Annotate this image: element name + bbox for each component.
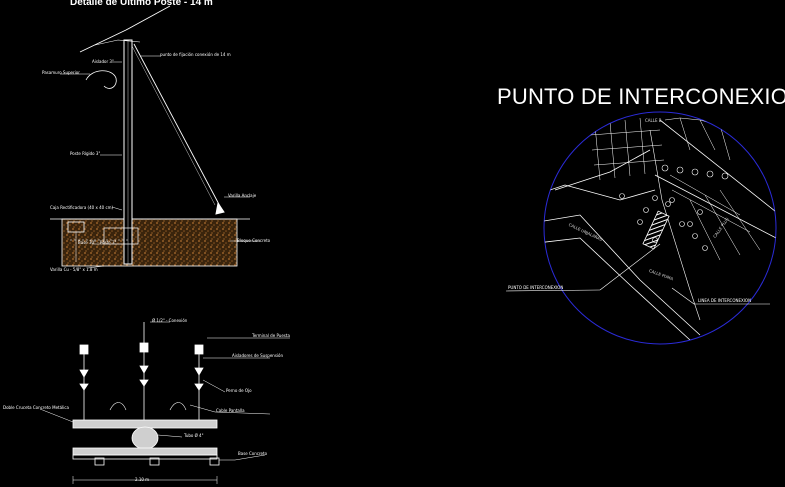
soil-block <box>61 218 238 267</box>
label-dimension: 2.10 m <box>135 477 150 482</box>
label-left-mid: Aislador 3" <box>92 59 114 64</box>
label-top-note: punto de fijación conexión de 14 m <box>160 52 231 57</box>
label-base-bottom: Varilla Cu - 5/8" x 1.8 m <box>50 267 98 272</box>
guy-wire <box>133 43 223 211</box>
arrester-left <box>79 344 89 420</box>
guy-anchor <box>215 201 225 215</box>
label-insulator: Aisladores de Suspensión <box>232 353 283 358</box>
label-pipe: Tubo Ø 4" <box>184 433 204 438</box>
label-right-base: Bloque Concreto <box>237 238 271 243</box>
arrester-center <box>139 322 149 420</box>
street-top: CALLE B <box>645 118 662 123</box>
label-interconnection-line: LINEA DE INTERCONEXION <box>698 298 752 303</box>
label-crossarm: Doble Cruceta Concreto Metálica <box>3 405 69 410</box>
label-bracket: Perno de Ojo <box>226 388 252 393</box>
pole-detail-title: Detalle de Ultimo Poste - 14 m <box>70 0 213 8</box>
label-base-left: Base 30" - Poste 3" <box>78 240 117 245</box>
crossing-hatch <box>642 210 670 250</box>
drop-loop <box>85 70 117 89</box>
pole-detail <box>50 5 260 269</box>
label-terminal: Terminal de Puesta <box>252 333 290 338</box>
pole-section <box>131 426 159 450</box>
label-right-guy: Varilla Anclaje <box>228 193 257 198</box>
detail-circle <box>543 111 777 345</box>
interconnection-title: PUNTO DE INTERCONEXION <box>497 84 785 109</box>
interconnection-plan <box>505 111 777 345</box>
label-left-upper: Pasamuro Superior <box>42 70 80 75</box>
label-ground-note: Caja Rectificadora (40 x 40 cm) <box>50 205 114 210</box>
label-arrester-top: Ø 1/2" - Conexión <box>152 318 188 323</box>
label-base-right: Base Concreto <box>238 451 268 456</box>
arrester-detail <box>39 321 290 484</box>
label-interconnection-point: PUNTO DE INTERCONEXION <box>508 285 564 290</box>
label-pole-note: Poste Rígido 3" <box>70 151 101 156</box>
lower-crossbar <box>72 447 218 456</box>
pole-markers <box>619 164 729 251</box>
arrester-right <box>194 344 204 420</box>
label-right-bar: Cable Pantalla <box>216 408 245 413</box>
